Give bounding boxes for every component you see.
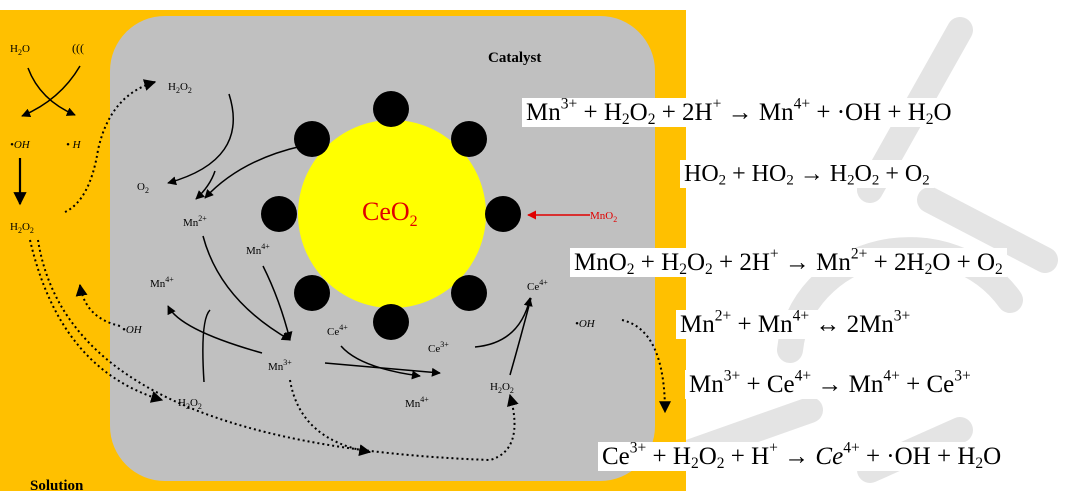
h2o2-top-label: H2O2 <box>168 81 192 95</box>
equation-2: HO2 + HO2 → H2O2 + O2 <box>680 160 934 188</box>
h-radical-label: • H <box>66 139 82 151</box>
mno2-particles <box>261 91 521 340</box>
ce3-label: Ce3+ <box>428 340 449 355</box>
mn3-to-solution-dotted-arrow <box>289 379 372 457</box>
catalyst-label: Catalyst <box>488 50 541 66</box>
solution-label: Solution <box>30 478 84 491</box>
equation-3: MnO2 + H2O2 + 2H+ → Mn2+ + 2H2O + O2 <box>570 246 1007 277</box>
h2o2-to-catalyst-dotted-arrow <box>64 79 157 213</box>
ceo2-label: CeO2 <box>362 197 418 230</box>
ceo2-core <box>298 120 486 308</box>
ce4-to-mn4-arrow <box>340 345 421 380</box>
h2o-cross-arrow-1 <box>27 67 76 116</box>
mn3-to-mn4-arrow <box>167 305 263 354</box>
oh-label-right: •OH <box>575 318 596 330</box>
h2o2-bottom-right-label: H2O2 <box>490 381 514 395</box>
o2-label: O2 <box>137 181 149 195</box>
mn2-label: Mn2+ <box>183 214 207 229</box>
h2o-label: H2O <box>10 43 30 57</box>
ce4-label-center: Ce4+ <box>327 323 348 338</box>
ce4-label-right: Ce4+ <box>527 278 548 293</box>
mn2-to-mn3-arrow <box>202 235 291 341</box>
ce3-to-ce4-arrow <box>474 297 533 348</box>
mnO2-to-mn2-arrow <box>204 145 303 199</box>
mn4-to-mn3-arrow <box>262 265 293 341</box>
oh-label-left: •OH <box>122 324 143 336</box>
h2o2-to-oh-arrow <box>202 309 211 383</box>
h2o2-to-ce-arrow <box>509 297 532 376</box>
h2o2-to-h2o2-dotted-arrow-1 <box>29 239 164 403</box>
h2o-cross-arrow-2 <box>21 65 81 118</box>
oh-to-mn4-dotted-arrow <box>75 283 121 327</box>
mn3-label: Mn3+ <box>268 358 292 373</box>
oh-radical-label: •OH <box>10 139 31 151</box>
h2o2-to-o2-arrow <box>167 93 234 186</box>
equation-6: Ce3+ + H2O2 + H+ → Ce4+ + ·OH + H2O <box>598 440 1006 471</box>
equation-1: Mn3+ + H2O2 + 2H+ → Mn4+ + ·OH + H2O <box>522 96 956 127</box>
equation-5: Mn3+ + Ce4+ → Mn4+ + Ce3+ <box>685 368 975 399</box>
equation-4: Mn2+ + Mn4+ ↔ 2Mn3+ <box>676 308 915 339</box>
h2o2-to-h2o2-dotted-arrow-2 <box>37 239 519 462</box>
mn4-label-center: Mn4+ <box>246 242 270 257</box>
mno2-label: MnO2 <box>590 210 617 224</box>
ultrasound-symbol: ((( <box>72 41 84 55</box>
h2o2-bottom-left-label: H2O2 <box>178 397 202 411</box>
mn4-label-bottom: Mn4+ <box>405 395 429 410</box>
reaction-mechanism-diagram: Catalyst Solution CeO2 MnO2 H2O ((( •OH … <box>0 10 686 491</box>
h2o2-solution-label: H2O2 <box>10 221 34 235</box>
to-mn2-arrow <box>195 170 216 200</box>
mn4-label-left: Mn4+ <box>150 275 174 290</box>
